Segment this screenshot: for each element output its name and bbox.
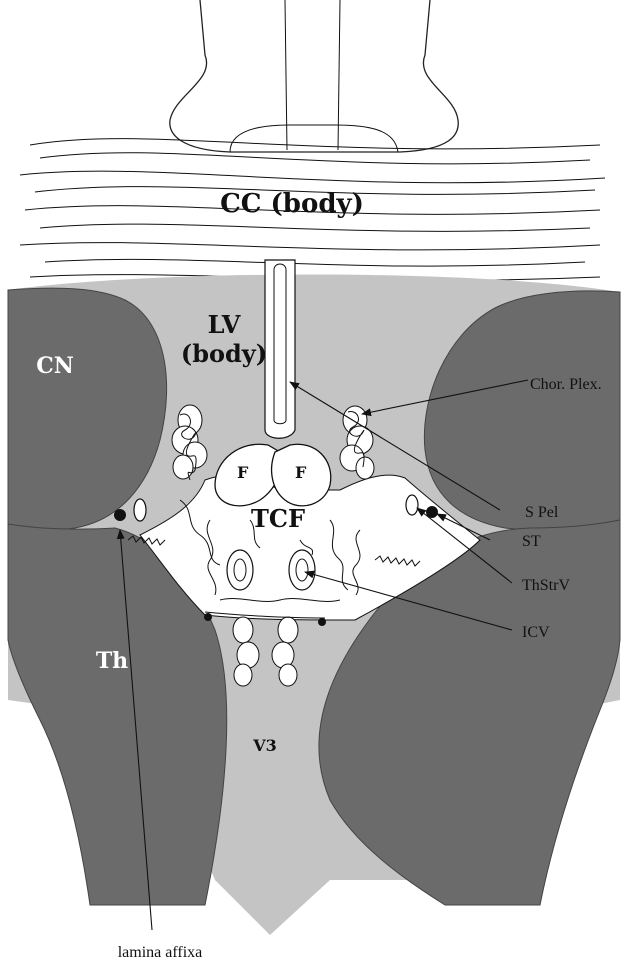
septum-pellucidum-outline [170,0,458,152]
tcf-label: TCF [251,504,305,533]
internal-cerebral-vein-left [227,550,253,590]
cn-label: CN [36,353,74,379]
thalamostriate-vein-right [406,495,418,515]
chor-plex-label: Chor. Plex. [530,376,602,393]
icv-label: ICV [522,624,550,641]
st-label: ST [522,533,541,550]
th-label: Th [96,648,128,674]
vein-dot-bottom-left [204,613,212,621]
fornix-left-label: F [237,463,249,482]
stria-terminalis-left [114,509,126,521]
s-pel-label: S Pel [525,504,559,521]
vein-dot-bottom-right [318,618,326,626]
lv-label-line1: LV [208,310,241,339]
thalamostriate-vein-left [134,499,146,521]
internal-cerebral-vein-right [289,550,315,590]
v3-label: V3 [252,736,277,755]
septal-stalk [265,260,295,438]
lv-label-line2: (body) [181,339,267,368]
fornix-right-label: F [295,463,307,482]
thstrv-label: ThStrV [522,577,570,594]
cc-label: CC (body) [220,189,364,219]
lamina-affixa-label: lamina affixa [118,944,203,961]
